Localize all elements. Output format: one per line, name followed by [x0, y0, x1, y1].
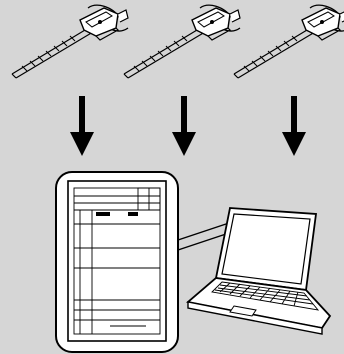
form-document-icon	[56, 172, 178, 352]
